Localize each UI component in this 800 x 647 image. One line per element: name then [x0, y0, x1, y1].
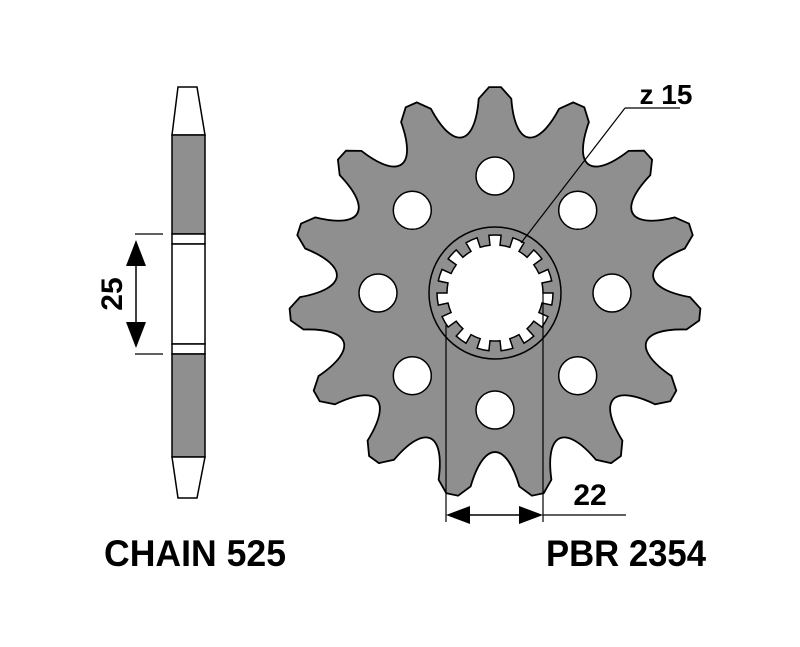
- part-number: PBR 2354: [546, 533, 706, 574]
- hub-width-dimension: 25: [96, 233, 163, 355]
- teeth-count-callout: z 15: [520, 79, 693, 244]
- teeth-count-label: z 15: [640, 79, 693, 110]
- hub-width-label: 25: [96, 277, 129, 310]
- lightening-hole: [557, 190, 598, 231]
- lightening-hole: [475, 390, 515, 430]
- spline-pitch-circle: [428, 226, 562, 360]
- sprocket-side-view: [171, 86, 206, 499]
- lightening-hole: [475, 156, 515, 196]
- lightening-hole: [358, 273, 398, 313]
- chain-caption: CHAIN 525: [104, 533, 286, 574]
- lightening-hole: [392, 355, 433, 396]
- bore-width-label: 22: [573, 479, 606, 512]
- sprocket-front-view: [288, 86, 702, 497]
- lightening-hole: [557, 355, 598, 396]
- lightening-hole: [592, 273, 632, 313]
- lightening-holes: [358, 156, 632, 430]
- bore-width-dimension: 22: [445, 293, 626, 524]
- spline-bore: [436, 234, 554, 352]
- lightening-hole: [392, 190, 433, 231]
